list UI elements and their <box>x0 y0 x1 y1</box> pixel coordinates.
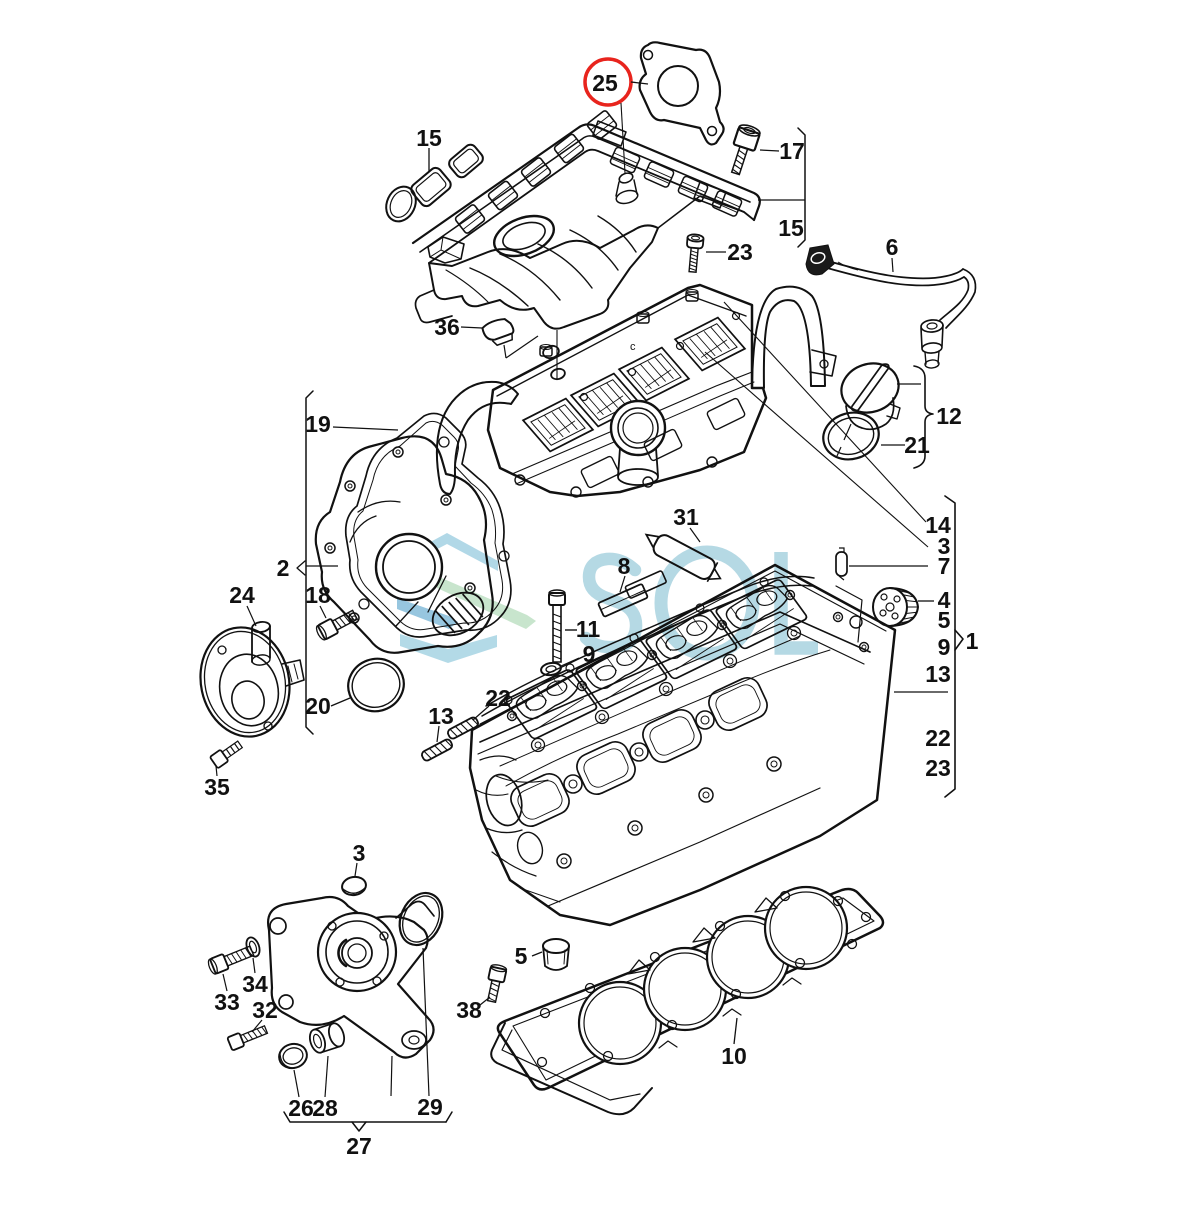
svg-text:36: 36 <box>434 314 460 340</box>
svg-text:6: 6 <box>886 234 899 260</box>
svg-text:33: 33 <box>214 989 240 1015</box>
svg-text:12: 12 <box>936 403 962 429</box>
svg-text:14: 14 <box>925 512 951 538</box>
svg-text:24: 24 <box>229 582 255 608</box>
svg-text:3: 3 <box>353 840 366 866</box>
svg-text:11: 11 <box>576 616 601 642</box>
svg-text:10: 10 <box>721 1043 747 1069</box>
svg-text:28: 28 <box>312 1095 338 1121</box>
svg-text:32: 32 <box>252 997 278 1023</box>
svg-text:19: 19 <box>305 411 331 437</box>
svg-text:23: 23 <box>925 755 951 781</box>
svg-text:18: 18 <box>305 582 331 608</box>
svg-text:3: 3 <box>938 533 951 559</box>
svg-text:1: 1 <box>966 628 979 654</box>
svg-text:17: 17 <box>779 138 805 164</box>
svg-text:29: 29 <box>417 1094 443 1120</box>
svg-text:5: 5 <box>938 607 951 633</box>
svg-text:13: 13 <box>925 661 951 687</box>
svg-text:2: 2 <box>277 555 290 581</box>
svg-text:26: 26 <box>288 1095 314 1121</box>
svg-text:38: 38 <box>456 997 482 1023</box>
svg-text:21: 21 <box>904 432 930 458</box>
svg-text:34: 34 <box>242 971 268 997</box>
svg-text:9: 9 <box>938 634 951 660</box>
svg-text:25: 25 <box>592 70 618 96</box>
svg-text:22: 22 <box>925 725 951 751</box>
svg-text:c: c <box>630 341 636 353</box>
svg-text:15: 15 <box>778 215 804 241</box>
svg-text:27: 27 <box>346 1133 372 1159</box>
svg-text:23: 23 <box>727 239 753 265</box>
svg-text:31: 31 <box>673 504 699 530</box>
svg-text:15: 15 <box>416 125 442 151</box>
svg-text:20: 20 <box>305 693 331 719</box>
svg-text:8: 8 <box>618 553 631 579</box>
svg-text:7: 7 <box>938 553 951 579</box>
svg-text:35: 35 <box>204 774 230 800</box>
svg-text:13: 13 <box>428 703 454 729</box>
svg-text:4: 4 <box>938 587 951 613</box>
svg-text:5: 5 <box>515 943 528 969</box>
